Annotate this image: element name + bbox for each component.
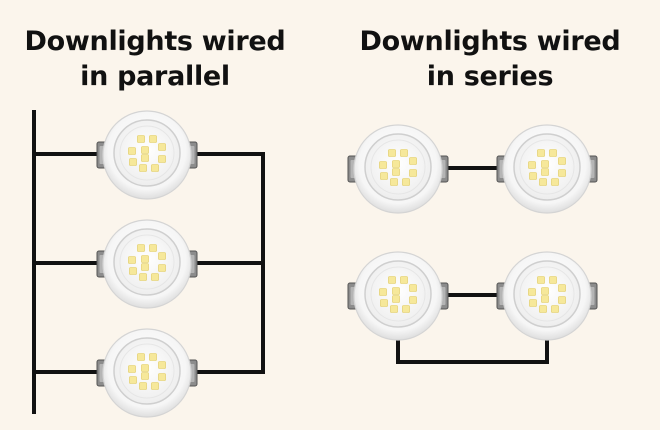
led-chip-icon — [549, 276, 557, 284]
downlight-inner-ring — [370, 266, 426, 322]
led-chip-icon — [529, 299, 537, 307]
led-chip-icon — [128, 147, 136, 155]
parallel-title: Downlights wired in parallel — [10, 24, 300, 94]
led-chip-icon — [541, 287, 549, 295]
led-chip-icon — [149, 353, 157, 361]
led-chip-icon — [141, 146, 149, 154]
led-chip-icon — [380, 172, 388, 180]
led-chip-icon — [137, 135, 145, 143]
led-chip-icon — [402, 305, 410, 313]
led-chip-icon — [128, 256, 136, 264]
downlight-inner-ring — [119, 125, 175, 181]
led-chip-icon — [129, 267, 137, 275]
led-chip-icon — [158, 155, 166, 163]
led-chip-icon — [392, 168, 400, 176]
led-chip-icon — [558, 296, 566, 304]
led-chip-icon — [392, 160, 400, 168]
led-chip-icon — [528, 161, 536, 169]
led-chip-icon — [392, 295, 400, 303]
series-downlight — [496, 251, 598, 341]
downlight-inner-ring — [519, 266, 575, 322]
led-chip-icon — [541, 168, 549, 176]
led-chip-icon — [551, 305, 559, 313]
led-chip-icon — [158, 373, 166, 381]
led-chip-icon — [551, 178, 559, 186]
led-chip-icon — [541, 295, 549, 303]
led-chip-icon — [137, 244, 145, 252]
led-chip-icon — [379, 288, 387, 296]
led-chip-icon — [151, 382, 159, 390]
downlight-inner-ring — [119, 343, 175, 399]
led-chip-icon — [539, 305, 547, 313]
downlight-inner-ring — [119, 234, 175, 290]
led-chip-icon — [128, 365, 136, 373]
series-downlight — [496, 124, 598, 214]
led-chip-icon — [409, 169, 417, 177]
parallel-title-line-2: in parallel — [80, 61, 230, 92]
led-chip-icon — [549, 149, 557, 157]
led-chip-icon — [129, 158, 137, 166]
series-downlight — [347, 251, 449, 341]
led-chip-icon — [402, 178, 410, 186]
led-chip-icon — [388, 276, 396, 284]
downlight-inner-ring — [370, 139, 426, 195]
led-chip-icon — [529, 172, 537, 180]
led-chip-icon — [149, 244, 157, 252]
led-chip-icon — [141, 263, 149, 271]
led-chip-icon — [400, 149, 408, 157]
series-downlight — [347, 124, 449, 214]
led-chip-icon — [158, 143, 166, 151]
parallel-downlight — [96, 110, 198, 200]
led-chip-icon — [541, 160, 549, 168]
parallel-title-line-1: Downlights wired — [24, 26, 286, 57]
led-chip-icon — [158, 361, 166, 369]
led-chip-icon — [129, 376, 137, 384]
parallel-downlight — [96, 328, 198, 418]
led-chip-icon — [380, 299, 388, 307]
led-chip-icon — [139, 273, 147, 281]
led-chip-icon — [390, 305, 398, 313]
led-chip-icon — [537, 149, 545, 157]
led-chip-icon — [392, 287, 400, 295]
led-chip-icon — [141, 255, 149, 263]
led-chip-icon — [537, 276, 545, 284]
led-chip-icon — [137, 353, 145, 361]
led-chip-icon — [139, 382, 147, 390]
series-title: Downlights wired in series — [330, 24, 650, 94]
series-title-line-2: in series — [426, 61, 554, 92]
led-chip-icon — [151, 273, 159, 281]
led-chip-icon — [141, 154, 149, 162]
led-chip-icon — [539, 178, 547, 186]
led-chip-icon — [141, 372, 149, 380]
led-chip-icon — [139, 164, 147, 172]
led-chip-icon — [388, 149, 396, 157]
series-wire-bottom-loop — [396, 336, 549, 364]
led-chip-icon — [400, 276, 408, 284]
downlights — [96, 110, 598, 418]
led-chip-icon — [390, 178, 398, 186]
series-title-line-1: Downlights wired — [359, 26, 621, 57]
led-chip-icon — [158, 252, 166, 260]
wires — [32, 110, 549, 414]
led-chip-icon — [528, 288, 536, 296]
downlight-inner-ring — [519, 139, 575, 195]
led-chip-icon — [409, 296, 417, 304]
led-chip-icon — [379, 161, 387, 169]
led-chip-icon — [409, 157, 417, 165]
led-chip-icon — [558, 284, 566, 292]
led-chip-icon — [558, 157, 566, 165]
led-chip-icon — [409, 284, 417, 292]
led-chip-icon — [158, 264, 166, 272]
led-chip-icon — [558, 169, 566, 177]
parallel-downlight — [96, 219, 198, 309]
led-chip-icon — [149, 135, 157, 143]
led-chip-icon — [151, 164, 159, 172]
led-chip-icon — [141, 364, 149, 372]
